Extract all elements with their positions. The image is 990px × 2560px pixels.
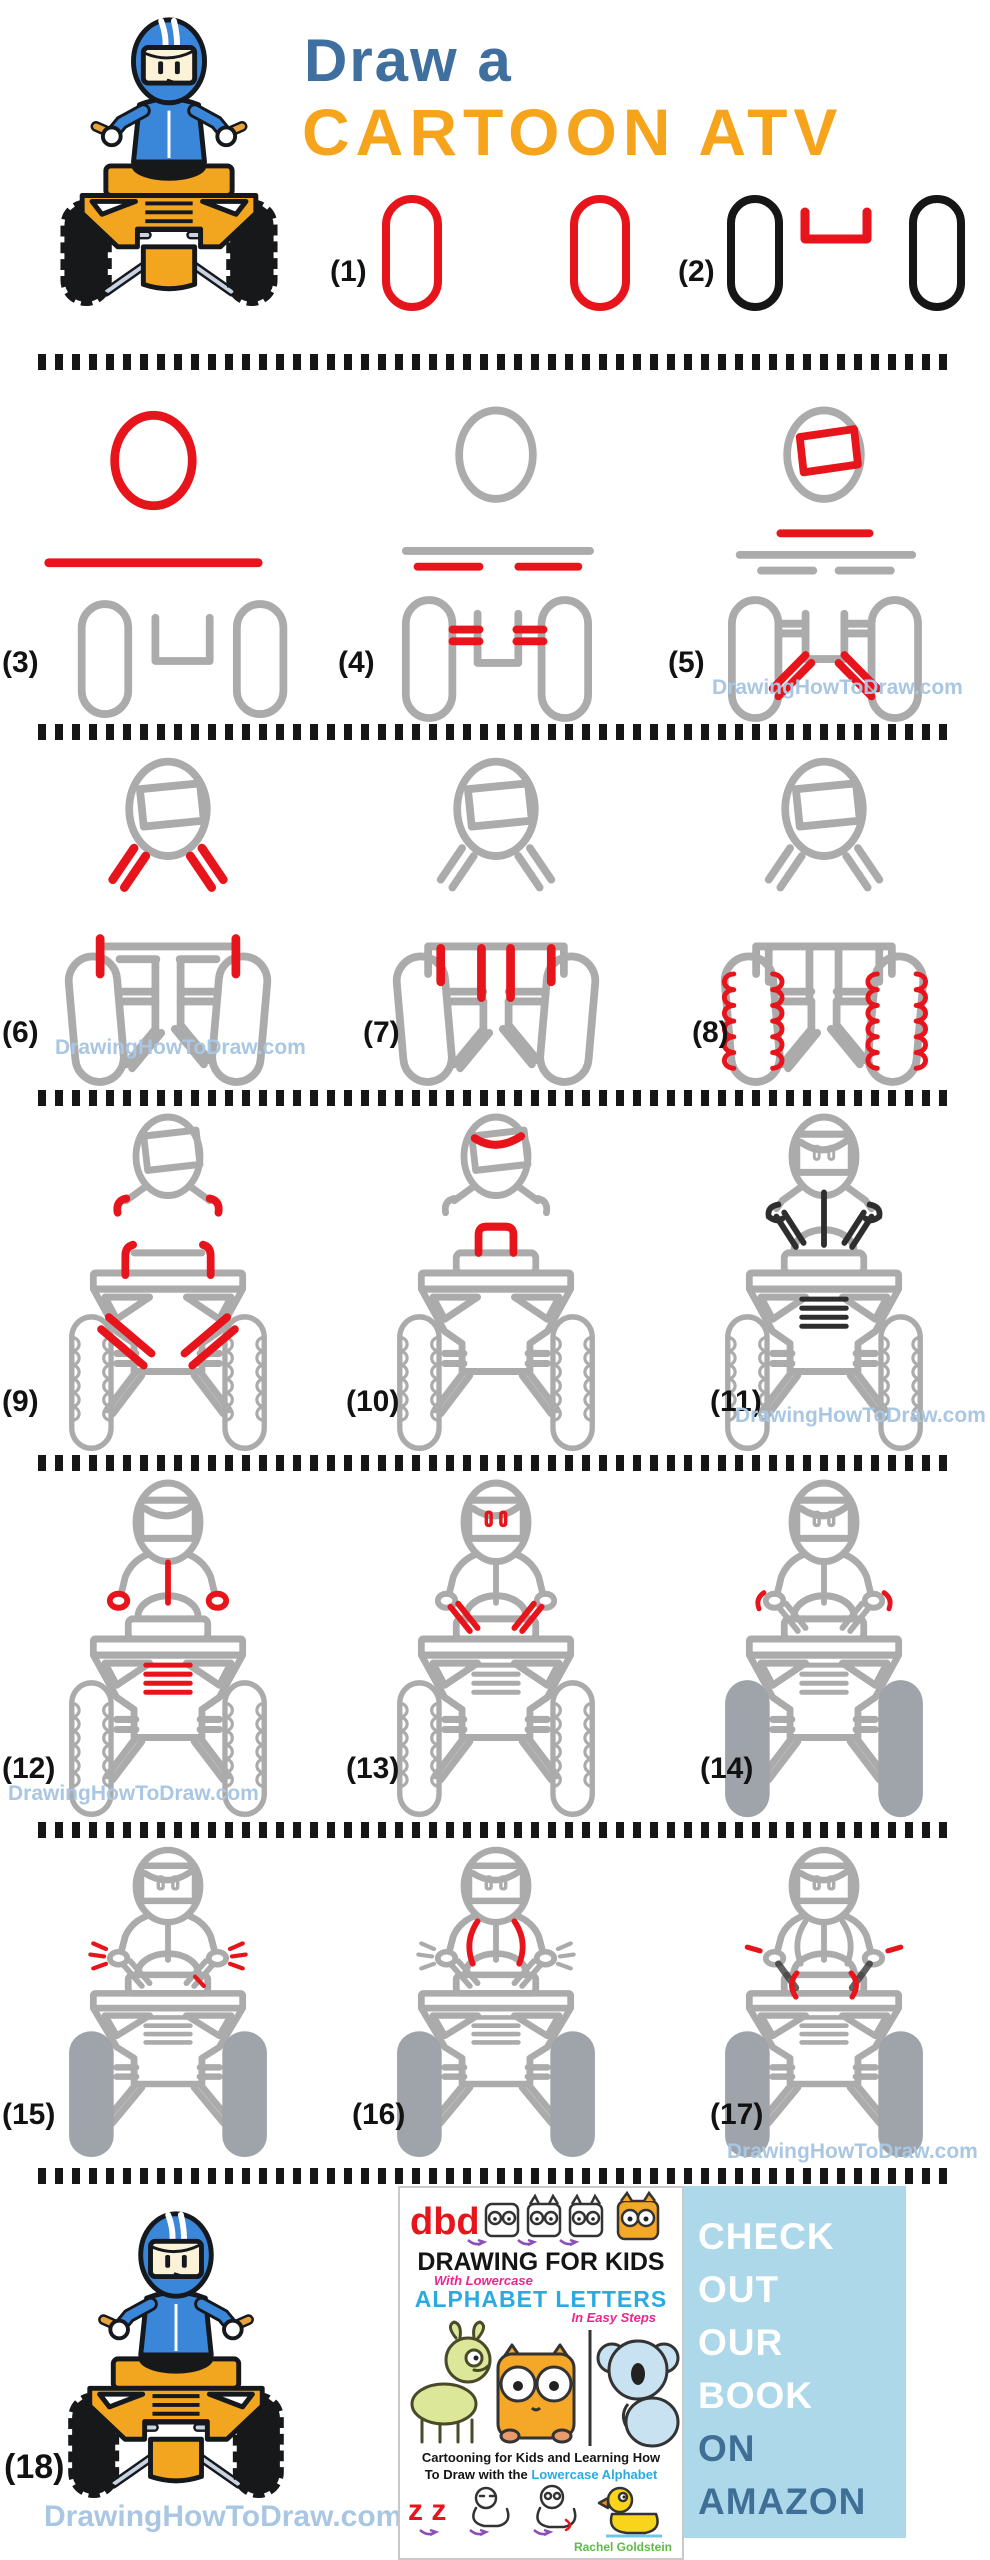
book-script-sub: In Easy Steps	[571, 2310, 656, 2325]
book-subtitle: ALPHABET LETTERS	[414, 2286, 668, 2312]
book-tagline-2-prefix: To Draw with the	[424, 2467, 532, 2482]
book-tagline-1: Cartooning for Kids and Learning How	[421, 2450, 661, 2465]
amazon-line: BOOK	[698, 2375, 813, 2416]
step-13-label: (13)	[346, 1752, 400, 1785]
book-tagline-2: To Draw with the Lowercase Alphabet	[400, 2467, 682, 2482]
step-1-drawing	[382, 195, 630, 311]
step-5-label: (5)	[668, 646, 705, 679]
dashed-divider	[38, 1822, 950, 1838]
step-2-drawing	[727, 195, 965, 311]
site-watermark: DrawingHowToDraw.com	[8, 1782, 259, 1805]
book-author: Rachel Goldstein	[573, 2540, 672, 2554]
step-13-drawing	[336, 1479, 656, 1818]
atv-mascot-illustration	[50, 12, 288, 308]
site-watermark: DrawingHowToDraw.com	[735, 1404, 986, 1427]
step-7-label: (7)	[363, 1016, 400, 1049]
step-2-label: (2)	[678, 255, 715, 288]
step-10-label: (10)	[346, 1385, 400, 1418]
step-4-drawing	[401, 406, 594, 722]
step-9-drawing	[8, 1113, 328, 1452]
dashed-divider	[38, 354, 950, 370]
step-8-drawing	[720, 757, 984, 1086]
step-15-drawing	[69, 1846, 267, 2158]
step-3-drawing	[44, 410, 288, 718]
step-18-drawing	[58, 2206, 294, 2500]
book-title: DRAWING FOR KIDS	[417, 2248, 665, 2276]
dashed-divider	[38, 1090, 950, 1106]
site-watermark: DrawingHowToDraw.com	[55, 1036, 306, 1059]
page-title-line1: Draw a	[304, 27, 513, 94]
amazon-line: ON	[698, 2428, 756, 2469]
amazon-promo-panel[interactable]: CHECK OUT OUR BOOK ON AMAZON	[684, 2186, 906, 2538]
letters-dbd: dbd	[410, 2201, 480, 2243]
amazon-line: CHECK	[698, 2216, 835, 2257]
book-letter-examples-top: dbd	[410, 2190, 660, 2247]
step-11-drawing	[664, 1113, 984, 1452]
page-title-line2: CARTOON ATV	[302, 95, 844, 169]
site-watermark: DrawingHowToDraw.com	[44, 2500, 403, 2533]
step-4-label: (4)	[338, 646, 375, 679]
step-17-drawing	[725, 1846, 923, 2158]
step-6-drawing	[64, 757, 272, 1086]
step-9-label: (9)	[2, 1385, 39, 1418]
dashed-divider	[38, 2168, 950, 2184]
step-14-label: (14)	[700, 1752, 754, 1785]
step-15-label: (15)	[2, 2098, 56, 2131]
letters-zz: z z	[408, 2494, 446, 2527]
step-12-drawing	[8, 1479, 328, 1818]
step-16-label: (16)	[352, 2098, 406, 2131]
amazon-line: OUT	[698, 2269, 780, 2310]
step-14-drawing	[725, 1479, 923, 1818]
step-18-label: (18)	[4, 2448, 65, 2486]
site-watermark: DrawingHowToDraw.com	[712, 676, 963, 699]
step-6-label: (6)	[2, 1016, 39, 1049]
book-letter-examples-bottom: z z	[408, 2484, 662, 2538]
step-1-label: (1)	[330, 255, 367, 288]
step-8-label: (8)	[692, 1016, 729, 1049]
step-10-drawing	[336, 1113, 656, 1452]
step-17-label: (17)	[710, 2098, 764, 2131]
book-script-top: With Lowercase	[434, 2273, 533, 2288]
step-3-label: (3)	[2, 646, 39, 679]
step-12-label: (12)	[2, 1752, 56, 1785]
step-16-drawing	[397, 1846, 595, 2158]
amazon-line: OUR	[698, 2322, 784, 2363]
book-cover[interactable]: dbd	[398, 2186, 684, 2560]
book-animals-illustration	[410, 2320, 680, 2448]
step-5-drawing	[728, 406, 922, 722]
dashed-divider	[38, 1455, 950, 1471]
site-watermark: DrawingHowToDraw.com	[727, 2140, 978, 2163]
step-7-drawing	[392, 757, 600, 1086]
amazon-line: AMAZON	[698, 2481, 867, 2522]
book-tagline-2-highlight: Lowercase Alphabet	[531, 2467, 658, 2482]
step-11-label: (11)	[710, 1385, 762, 1418]
dashed-divider	[38, 724, 950, 740]
